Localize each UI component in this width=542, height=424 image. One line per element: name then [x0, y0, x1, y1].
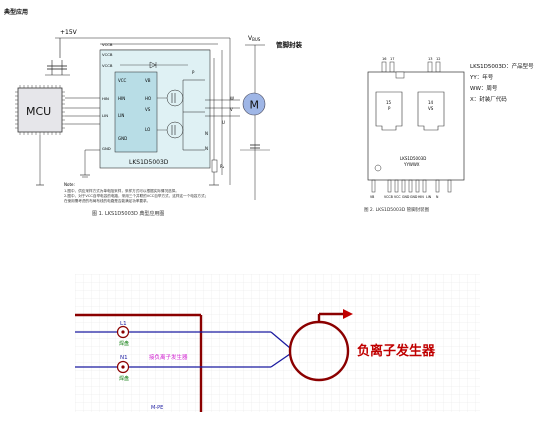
top-pin-16: 16: [382, 57, 386, 61]
bottom-pin-gnd-1: GND: [402, 195, 410, 199]
legend-year: YY：年号: [470, 75, 494, 81]
outer-pin-vccb-2: VCCB: [102, 52, 113, 57]
ic-pin-vcc: VCC: [118, 78, 127, 83]
mcu-chip: [17, 87, 63, 133]
bottom-pin-n: N: [436, 195, 439, 199]
ic-pin-vb: VB: [145, 78, 151, 83]
package-drawing: 16 17 13 12 15 P 14 VS LKS1D5003D YYWWX …: [367, 57, 465, 199]
device-label: 负离子发生器: [357, 343, 436, 359]
note-title: Note:: [64, 182, 75, 187]
figure-1-caption: 图 1. LKS1D5003D 典型应用图: [92, 211, 165, 217]
bottom-pin-gnd-2: GND: [410, 195, 418, 199]
top-pin-13: 13: [428, 57, 432, 61]
outer-pin-v: V: [230, 107, 233, 112]
ic-name-label: LKS1D5003D: [129, 159, 169, 166]
legend-product-model: LKS1D5003D：产品型号: [470, 64, 534, 70]
bottom-pin-vcc: VCC: [394, 195, 401, 199]
supply-label: +15V: [60, 29, 78, 36]
outer-pin-p: P: [192, 70, 195, 75]
wire-label: 接负离子发生器: [149, 353, 188, 361]
pad-right-number: 14: [428, 100, 434, 105]
figure-2-caption: 图 2. LKS1D5003D 管脚封装图: [364, 208, 430, 213]
ic-pin-gnd: GND: [118, 136, 127, 141]
outer-pin-w: W: [230, 96, 234, 101]
package-title: 管脚封装: [276, 41, 302, 49]
note-line-1: 1.图中，供应采样方式为单电阻采样，采样方式可以根据实际情况选择。: [64, 189, 179, 193]
ic-pin-lo: LO: [145, 127, 150, 132]
l1-tag: 焊盘: [119, 340, 129, 347]
note-line-3: 在使用需考虑的布局布线的电路是否能满足功率要求。: [64, 199, 151, 203]
motor-label: M: [250, 99, 260, 112]
shunt-resistor-label: Rₛ: [220, 164, 225, 169]
bottom-pin-vb: VB: [370, 195, 374, 199]
bottom-pin-vccb: VCCB: [384, 195, 393, 199]
negative-ion-schematic: L1 焊盘 N1 焊盘 接负离子发生器 M-PE 负离子发生器: [75, 274, 480, 412]
n1-tag: 焊盘: [119, 375, 129, 382]
bottom-pin-lin: LIN: [426, 195, 432, 199]
package-date-code: YYWWX: [403, 162, 420, 167]
ic-pin-lin: LIN: [118, 113, 124, 118]
legend-week: WW：周号: [470, 86, 498, 92]
pad-p: [375, 91, 403, 131]
application-schematic: +15V VBUS VCC HIN LIN GND VB HO VS LO VC…: [15, 29, 270, 200]
ic-pin-hin: HIN: [118, 96, 125, 101]
outer-pin-n-1: N: [205, 131, 208, 136]
pad-left-name: P: [388, 106, 391, 111]
outer-pin-hin: HIN: [102, 96, 109, 101]
schematic-grid: [75, 274, 480, 412]
mcu-label: MCU: [26, 105, 51, 118]
n1-label: N1: [120, 355, 128, 361]
outer-pin-vccb-1: VCCB: [102, 42, 113, 47]
pad-vs: [417, 91, 445, 131]
outer-pin-vccb-3: VCCB: [102, 63, 113, 68]
l1-label: L1: [120, 321, 127, 327]
output-arrow-icon: [343, 309, 353, 319]
top-pin-17: 17: [390, 57, 394, 61]
note-line-2: 2.图中，对于VCC自举电容的电路，采用三个并联的VCC自举方式，这样这一个电容…: [64, 194, 209, 198]
outer-pin-n-2: N: [205, 146, 208, 151]
pad-left-number: 15: [386, 100, 392, 105]
pad-right-name: VS: [428, 106, 434, 111]
section-title: 典型应用: [4, 9, 29, 16]
gate-driver-block: [114, 71, 158, 153]
outer-pin-u: U: [222, 120, 225, 125]
top-pin-12: 12: [436, 57, 440, 61]
motor-symbol: [242, 92, 266, 116]
net-label-mpe: M-PE: [151, 405, 163, 411]
legend-factory-code: X：封装厂代码: [470, 97, 507, 103]
ic-pin-vs: VS: [145, 107, 151, 112]
outer-pin-lin: LIN: [102, 113, 108, 118]
outer-pin-gnd: GND: [102, 146, 111, 151]
package-part-label: LKS1D5003D: [400, 156, 426, 161]
ic-pin-ho: HO: [145, 96, 151, 101]
bottom-pin-hin: HIN: [418, 195, 424, 199]
vbus-label: VBUS: [248, 35, 261, 42]
pin1-marker: [374, 164, 382, 172]
